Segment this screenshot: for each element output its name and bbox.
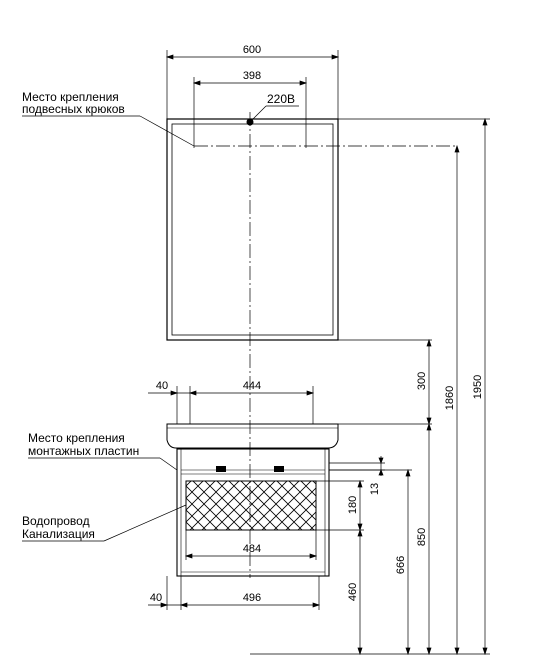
mounting-plate-left [216, 466, 226, 472]
dimension-496 [148, 576, 321, 610]
dimension-600 [165, 50, 340, 119]
dimension-460-label: 460 [347, 583, 359, 601]
dimension-1950-label: 1950 [472, 375, 484, 399]
dimension-460 [357, 528, 363, 656]
dimension-300 [426, 338, 432, 426]
dimension-600-label: 600 [243, 44, 261, 56]
dimension-1950 [482, 117, 488, 656]
mirror [166, 118, 339, 341]
utilities-leader [22, 504, 187, 542]
dimension-40-bottom-label: 40 [150, 592, 162, 604]
dimension-850 [426, 422, 432, 656]
dimension-484 [184, 530, 318, 560]
dimension-666-label: 666 [395, 556, 407, 574]
hooks-leader [22, 115, 195, 147]
dimension-444-label: 444 [243, 380, 261, 392]
dimension-13-label: 13 [369, 483, 381, 495]
utilities-zone [185, 480, 317, 531]
dimension-398 [192, 77, 308, 148]
hooks-label-line1: Место крепления [22, 90, 119, 104]
extension-lines [250, 118, 490, 655]
mirror-frame-inner [171, 123, 334, 336]
dimension-444 [148, 386, 315, 424]
plates-label-line2: монтажных пластин [28, 444, 139, 458]
dimension-1860-label: 1860 [444, 386, 456, 410]
dimension-666 [405, 468, 411, 656]
dimension-1860 [454, 144, 460, 656]
utilities-label-line1: Водопровод [22, 514, 90, 528]
voltage-label: 220В [267, 92, 295, 106]
dimension-180-label: 180 [347, 496, 359, 514]
plates-leader [28, 457, 178, 471]
dimension-484-label: 484 [243, 543, 261, 555]
mirror-frame-outer [166, 118, 339, 341]
plates-label-line1: Место крепления [28, 431, 125, 445]
dimension-40-top-label: 40 [156, 380, 168, 392]
hooks-label-line2: подвесных крюков [22, 102, 125, 116]
cabinet [176, 448, 330, 577]
utilities-label-line2: Канализация [22, 527, 95, 541]
cabinet-body [176, 448, 330, 577]
basin [166, 423, 339, 449]
voltage-leader [251, 105, 299, 121]
dimension-496-label: 496 [243, 592, 261, 604]
dimension-850-label: 850 [416, 528, 428, 546]
dimension-180 [357, 479, 363, 532]
dimension-13 [378, 456, 384, 476]
dimension-300-label: 300 [416, 372, 428, 390]
mounting-plate-right [274, 466, 284, 472]
dimension-398-label: 398 [243, 70, 261, 82]
